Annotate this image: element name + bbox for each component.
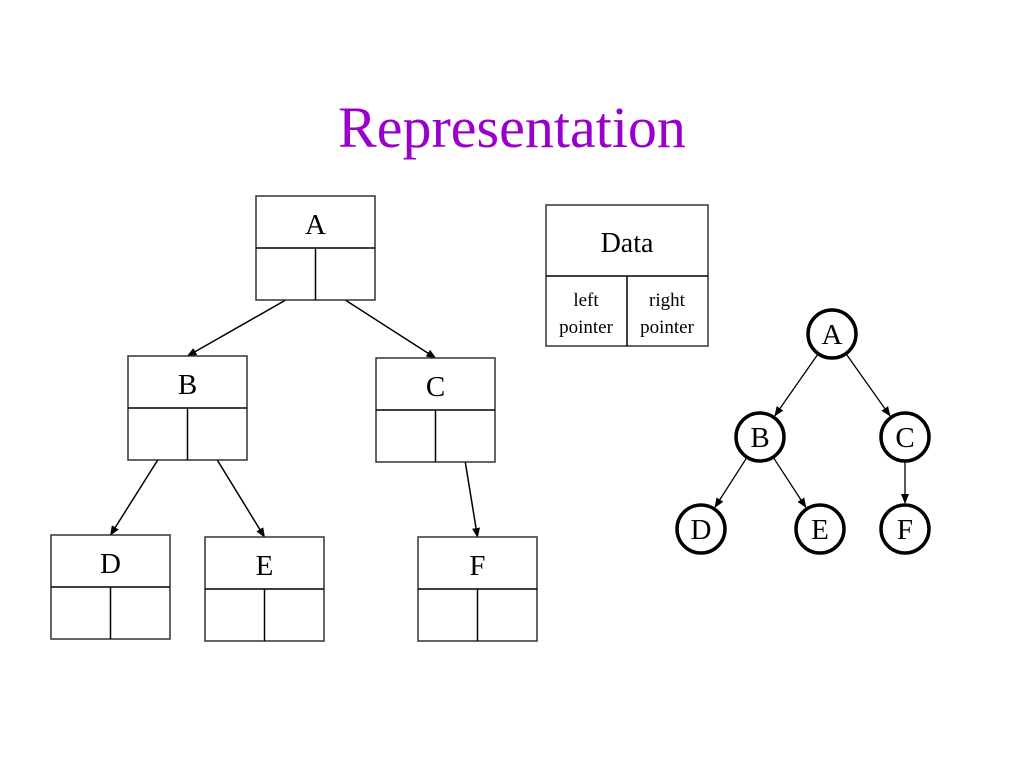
edge-arrow-B-D: [714, 457, 748, 508]
circle-node-D: D: [675, 503, 727, 555]
edge-arrow-A-B: [774, 354, 819, 417]
legend-node: Data left pointer right pointer: [545, 204, 709, 347]
node-label: E: [256, 550, 274, 582]
circle-tree-nodes: A B C D E F: [675, 308, 931, 555]
circle-tree-edges: [714, 354, 909, 509]
linked-tree-nodes: A B C D E F: [50, 195, 538, 642]
node-label: A: [305, 209, 326, 241]
edge-arrow-B-E: [773, 457, 807, 509]
node-circle: [806, 308, 858, 360]
circle-node-F: F: [879, 503, 931, 555]
circle-node-E: E: [794, 503, 846, 555]
node-label: C: [426, 371, 445, 403]
pointer-arrow-A-C: [344, 299, 437, 359]
slide-title: Representation: [338, 95, 686, 160]
linked-node-D: D: [50, 534, 171, 640]
node-circle: [879, 411, 931, 463]
legend-left-pointer-line2: pointer: [559, 317, 613, 338]
linked-node-C: C: [375, 357, 496, 463]
node-circle: [879, 503, 931, 555]
pointer-arrow-C-F: [464, 461, 480, 538]
node-label: D: [691, 514, 712, 546]
linked-node-E: E: [204, 536, 325, 642]
linked-node-B: B: [127, 355, 248, 461]
pointer-arrow-B-D: [109, 459, 159, 536]
legend-left-pointer-line1: left: [573, 290, 599, 311]
pointer-arrow-B-E: [216, 459, 266, 538]
circle-node-B: B: [734, 411, 786, 463]
node-label: C: [895, 422, 914, 454]
pointer-arrow-A-B: [186, 299, 287, 357]
node-label: F: [897, 514, 913, 546]
circle-node-A: A: [806, 308, 858, 360]
node-circle: [734, 411, 786, 463]
node-label: B: [178, 369, 197, 401]
node-label: A: [822, 319, 843, 351]
node-label: F: [469, 550, 485, 582]
node-label: D: [100, 548, 121, 580]
node-circle: [794, 503, 846, 555]
legend-right-pointer-line1: right: [649, 290, 686, 311]
circle-node-C: C: [879, 411, 931, 463]
linked-node-F: F: [417, 536, 538, 642]
linked-node-A: A: [255, 195, 376, 301]
node-circle: [675, 503, 727, 555]
edge-arrow-A-C: [845, 354, 891, 417]
linked-tree-edges: [109, 299, 480, 538]
legend-data-label: Data: [601, 228, 654, 259]
legend-right-pointer-line2: pointer: [640, 317, 694, 338]
node-label: B: [750, 422, 769, 454]
node-label: E: [811, 514, 829, 546]
